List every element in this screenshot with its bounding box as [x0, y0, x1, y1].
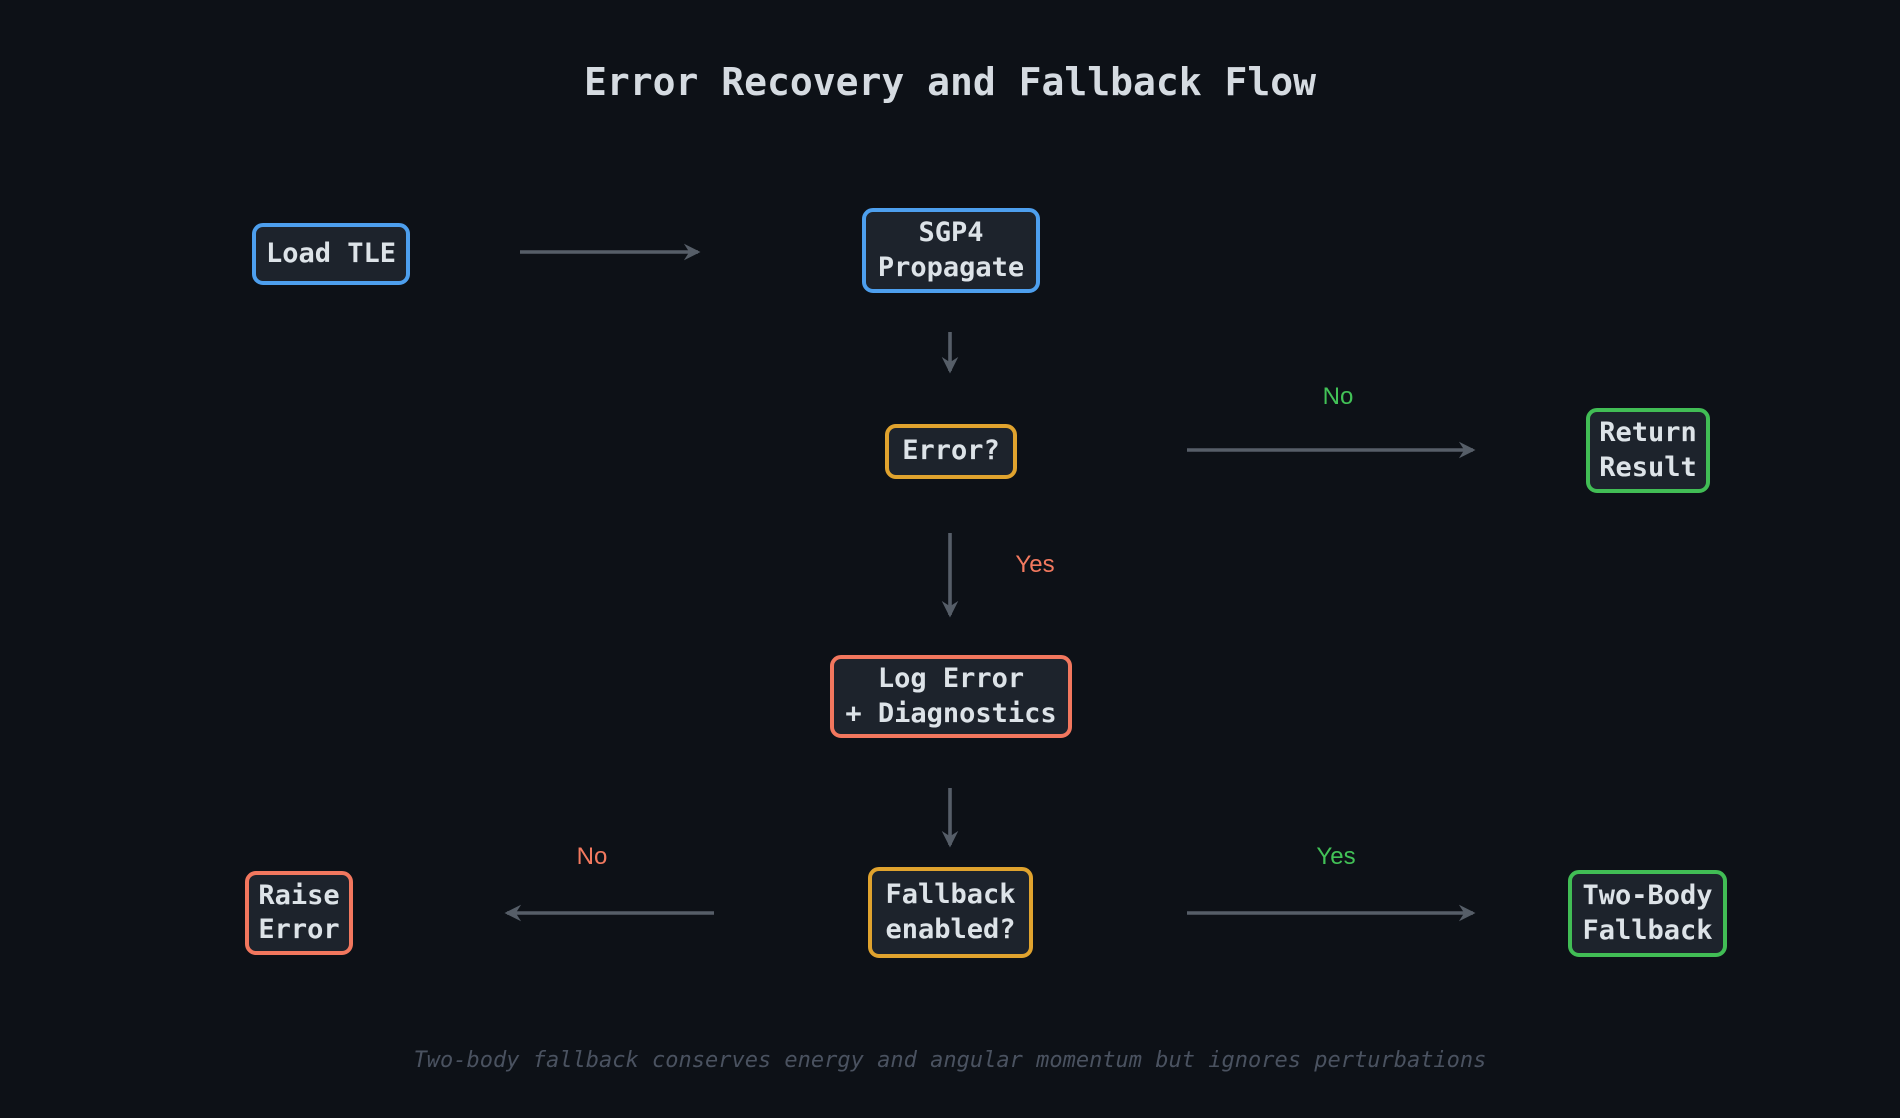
- node-log-error-diagnostics: Log Error + Diagnostics: [830, 655, 1072, 738]
- node-two-body-fallback: Two-Body Fallback: [1568, 870, 1727, 957]
- node-load-tle: Load TLE: [252, 223, 410, 285]
- node-sgp4-propagate: SGP4 Propagate: [862, 208, 1040, 293]
- node-error-decision: Error?: [885, 424, 1017, 479]
- edge-label-fallback-no: No: [576, 843, 608, 870]
- node-raise-error: Raise Error: [245, 871, 353, 955]
- node-return-result: Return Result: [1586, 408, 1710, 493]
- edge-label-error-no: No: [1322, 383, 1354, 410]
- footnote-text: Two-body fallback conserves energy and a…: [413, 1048, 1487, 1073]
- edge-label-fallback-yes: Yes: [1316, 843, 1356, 870]
- edge-label-error-yes: Yes: [1015, 551, 1055, 578]
- diagram-title: Error Recovery and Fallback Flow: [583, 60, 1317, 104]
- node-fallback-decision: Fallback enabled?: [868, 867, 1033, 958]
